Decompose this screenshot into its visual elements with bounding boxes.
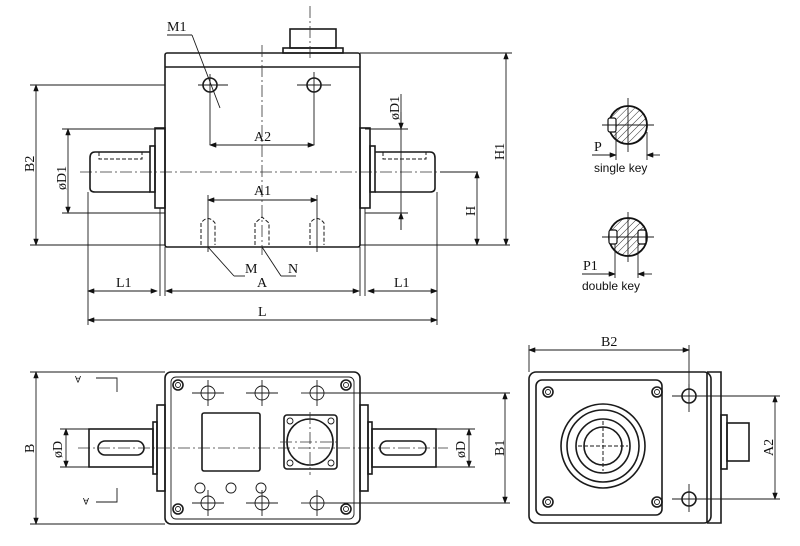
label-l: L — [258, 305, 267, 320]
section-label-top: A — [75, 374, 81, 384]
label-p: P — [594, 140, 602, 155]
label-p1: P1 — [583, 259, 598, 274]
small-hole — [225, 482, 237, 494]
label-b2-side: B2 — [601, 335, 617, 350]
connector-flange — [280, 412, 340, 475]
label-d-right: øD — [454, 441, 469, 458]
section-mark-bottom: A — [83, 488, 118, 506]
right-shaft-top — [359, 404, 437, 492]
connector — [282, 6, 344, 60]
label-d-left: øD — [51, 441, 66, 458]
front-view: M1 A2 B2 øD1 — [23, 6, 512, 325]
small-hole — [194, 482, 206, 494]
mount-holes-top — [192, 380, 440, 516]
label-b2-front: B2 — [23, 156, 38, 172]
threaded-hole — [309, 195, 325, 252]
sensor-body-side — [528, 371, 712, 524]
label-a1: A1 — [254, 184, 271, 199]
label-a: A — [257, 276, 268, 291]
section-mark-top: A — [75, 374, 118, 392]
label-h1: H1 — [493, 143, 508, 160]
mount-hole-m1 — [198, 74, 228, 145]
label-n: N — [288, 262, 298, 277]
label-l1-left: L1 — [116, 276, 132, 291]
label-d1-right: øD1 — [388, 96, 403, 120]
corner-screws — [172, 379, 352, 515]
left-shaft-top — [88, 404, 166, 492]
caption-single-key: single key — [594, 161, 647, 175]
single-key-section: P single key — [592, 98, 660, 175]
side-view: B2 A2 — [528, 335, 780, 524]
shaft-end-concentric — [560, 403, 646, 489]
right-shaft — [359, 127, 436, 209]
top-view: B øD øD B1 A A — [23, 371, 510, 525]
label-b1: B1 — [493, 440, 508, 456]
label-m: M — [245, 262, 258, 277]
connector-side — [720, 414, 750, 470]
caption-double-key: double key — [582, 279, 640, 293]
threaded-hole-n — [254, 216, 270, 245]
label-l1-right: L1 — [394, 276, 410, 291]
label-a2: A2 — [254, 130, 271, 145]
small-hole — [255, 482, 267, 494]
section-label-bottom: A — [83, 496, 89, 506]
label-b: B — [23, 444, 38, 453]
threaded-hole-m — [200, 195, 216, 252]
display-window — [201, 412, 261, 472]
label-h: H — [464, 206, 479, 216]
label-d1-left: øD1 — [55, 166, 70, 190]
double-key-section: P1 double key — [582, 212, 654, 293]
label-m1: M1 — [167, 20, 186, 35]
mount-hole — [297, 72, 331, 145]
label-a2-side: A2 — [762, 439, 777, 456]
left-shaft — [89, 127, 166, 209]
